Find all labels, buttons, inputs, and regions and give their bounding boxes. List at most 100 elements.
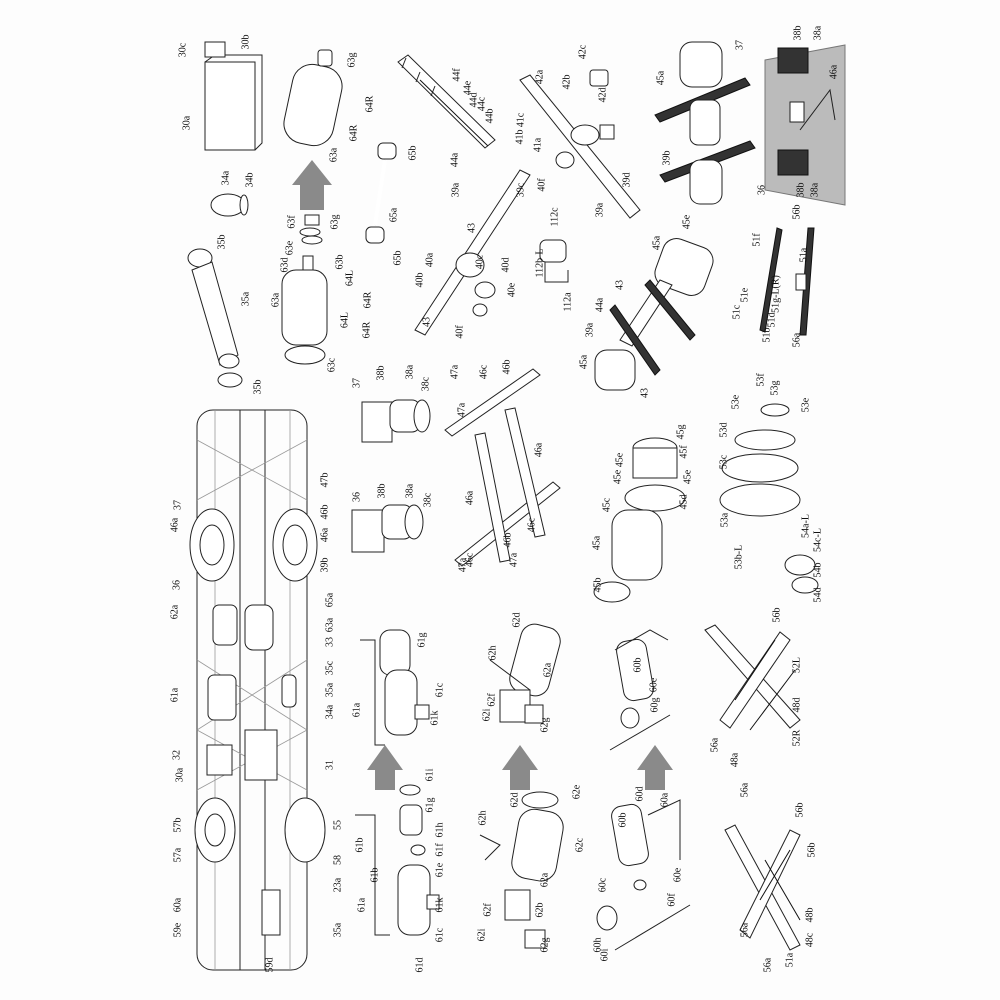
part-callout-label: 46a [533,442,544,457]
part-callout-label: 44f [451,68,462,82]
part-45-drive-axle-assembly [594,41,756,391]
part-callout-label: 63d [279,258,290,273]
part-48-52-spring-frame-exploded [724,824,801,951]
part-callout-label: 63c [326,357,337,372]
part-callout-label: 45a [655,70,666,85]
part-callout-label: 40b [414,273,425,288]
part-callout-label: 65a [388,207,399,222]
part-chassis-overview [189,409,326,971]
part-callout-label: 61g [424,798,435,813]
part-callout-label: 43 [421,317,432,327]
part-callout-label: 37 [734,40,745,50]
part-callout-label: 61a [356,897,367,912]
part-callout-label: 62f [486,693,497,707]
part-callout-label: 47a [457,557,468,572]
part-callout-label: 30b [240,35,251,50]
part-callout-label: 44d [468,93,479,108]
assembly-arrow-icon [637,745,673,790]
part-callout-label: 63f [286,215,297,229]
part-callout-label: 54d [812,588,823,603]
part-callout-label: 60e [672,867,683,882]
part-callout-label: 53c [718,454,729,469]
assembly-arrow-icon [367,745,403,790]
part-callout-label: 62d [511,613,522,628]
part-callout-label: 61e [434,862,445,877]
part-callout-label: 45a [591,535,602,550]
part-callout-label: 61b [369,868,380,883]
part-callout-label: 41a [532,137,543,152]
part-callout-label: 45c [601,497,612,512]
part-callout-label: 48b [804,908,815,923]
part-callout-label: 56a [709,737,720,752]
part-38-hub-assembly-top [764,44,846,206]
part-callout-label: 56b [791,205,802,220]
part-callout-label: 46a [464,490,475,505]
part-callout-label: 60f [666,893,677,907]
part-callout-label: 40a [424,252,435,267]
part-callout-label: 38a [404,364,415,379]
part-callout-label: 62d [509,793,520,808]
part-callout-label: 61k [429,711,440,726]
part-callout-label: 64R [362,291,373,308]
part-callout-label: 60i [599,948,610,961]
part-34-small-cylinder [210,193,249,217]
part-callout-label: 35b [216,235,227,250]
part-callout-label: 61i [424,768,435,781]
part-callout-label: 46c [526,517,537,532]
part-112-bracket [539,239,569,283]
part-callout-label: 30c [177,42,188,57]
part-callout-label: 52L [791,657,802,673]
part-callout-label: 112c [549,207,560,227]
part-callout-label: 61d [414,958,425,973]
part-callout-label: 51e [739,287,750,302]
part-callout-label: 61c [434,682,445,697]
part-62-motor-assembled [489,623,561,724]
part-callout-label: 62a [539,872,550,887]
part-35-tank-cylinder [187,248,243,388]
part-callout-label: 43 [614,280,625,290]
part-48-52-spring-frame-assembled [704,624,801,731]
part-callout-label: 63g [329,215,340,230]
part-callout-label: 37 [351,378,362,388]
part-callout-label: 38c [420,376,431,391]
part-callout-label: 47a [456,402,467,417]
part-callout-label: 51b [761,328,772,343]
part-callout-label: 59e [172,922,183,937]
part-callout-label: 64R [361,321,372,338]
part-44-leaf-spring [397,54,496,149]
part-callout-label: 45f [678,445,689,459]
part-callout-label: 42b [561,75,572,90]
part-callout-label: 51g-L(R) [770,275,781,313]
part-callout-label: 48d [791,698,802,713]
part-callout-label: 65b [392,251,403,266]
part-callout-label: 112a [562,292,573,312]
part-callout-label: 46a [169,517,180,532]
part-callout-label: 42a [534,69,545,84]
part-callout-label: 48a [729,752,740,767]
part-callout-label: 62b [534,903,545,918]
part-30-battery-box [204,41,263,151]
part-callout-label: 63a [270,292,281,307]
part-callout-label: 55 [332,820,343,830]
part-callout-label: 45e [612,469,623,484]
part-callout-label: 56a [739,782,750,797]
part-callout-label: 57a [172,847,183,862]
part-callout-label: 61h [434,823,445,838]
part-callout-label: 42d [597,88,608,103]
part-callout-label: 56a [739,922,750,937]
part-callout-label: 40f [536,178,547,192]
part-62-motor-exploded [479,791,564,949]
part-callout-label: 47a [508,552,519,567]
part-callout-label: 62h [487,646,498,661]
part-callout-label: 60c [597,877,608,892]
part-38-hub-36 [351,504,424,553]
part-callout-label: 60a [659,792,670,807]
part-callout-label: 44a [594,297,605,312]
part-callout-label: 35b [252,380,263,395]
part-callout-label: 60b [632,658,643,673]
part-callout-label: 112b-L [534,248,545,277]
part-callout-label: 40d [500,258,511,273]
part-callout-label: 54a-L [800,514,811,538]
part-callout-label: 33 [324,637,335,647]
